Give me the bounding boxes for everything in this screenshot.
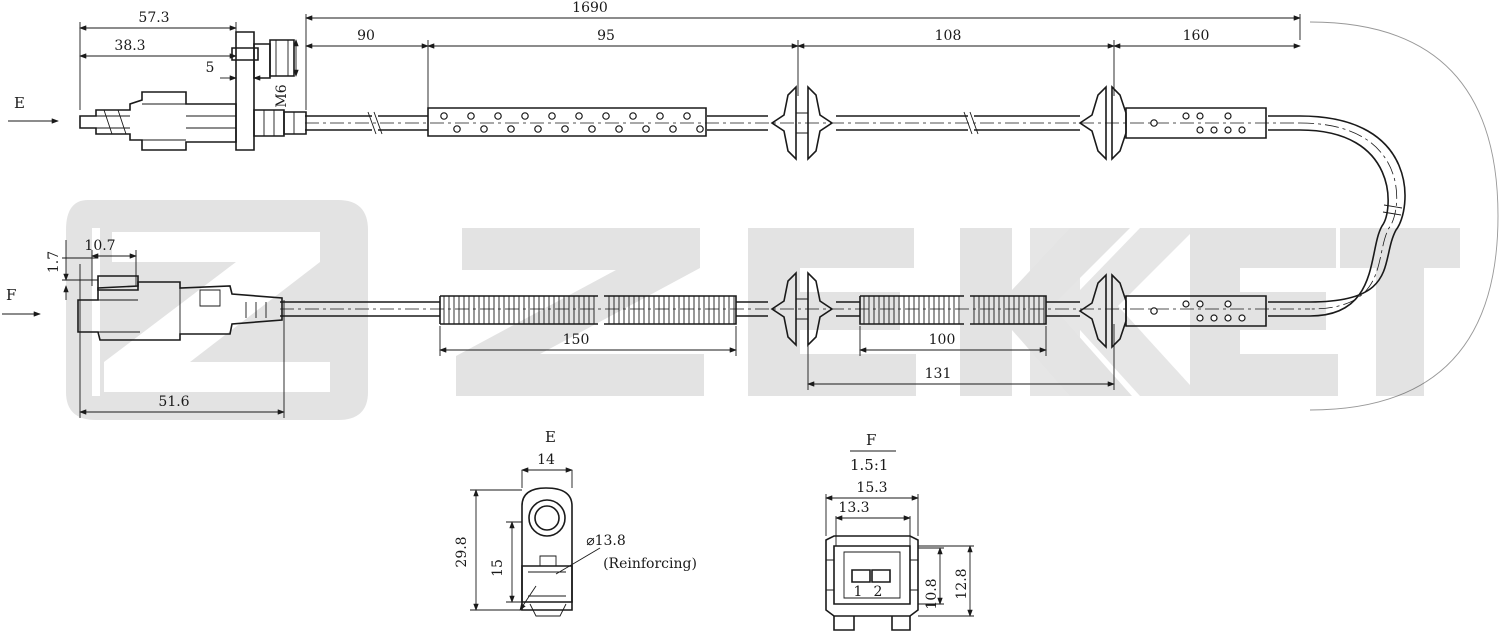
dimension-label-e-m6: M6 [274,84,290,107]
dimension-label-total-length: 1690 [572,0,608,16]
corrugated-tube-150 [439,295,737,325]
dimension-label-e-38-3: 38.3 [114,38,145,54]
clip-hole [1182,300,1190,308]
detail-f-title: F [866,431,876,449]
view-label-f: F [6,286,16,304]
sleeve-hole [656,112,664,120]
brand-wordmark [456,228,1460,396]
sleeve-hole [669,125,677,133]
dimension-label-f-det-15-3: 15.3 [856,480,887,496]
view-label-e: E [14,94,25,112]
sleeve-hole [575,112,583,120]
dimension-label-e-det-15: 15 [490,559,506,577]
sleeve-hole [561,125,569,133]
cable-lower [280,301,1310,317]
clip-hole [1224,300,1232,308]
clip-hole [1238,126,1246,134]
sleeve-hole [480,125,488,133]
dimension-label-e-57-3: 57.3 [138,10,169,26]
dimension-label-f-det-10-8: 10.8 [924,578,940,609]
clip-hole [1196,126,1204,134]
detail-view-f: F 1.5:1 [825,431,974,631]
corrugated-tube-100 [859,295,1047,325]
clip-hole [1210,126,1218,134]
cable-clip [770,85,834,161]
dimension-label-seg-160: 160 [1183,28,1210,44]
dimensions-upper [79,14,1301,110]
dimension-label-seg-95: 95 [597,28,615,44]
dimension-label-f-10-7: 10.7 [84,238,115,254]
dimension-label-f-1-7: 1.7 [46,251,62,273]
dimensions-lower [62,240,1115,418]
dimension-label-f-det-13-3: 13.3 [838,500,869,516]
perforated-sleeve-upper [427,107,707,137]
clip-hole [1196,112,1204,120]
dimension-label-seg-108: 108 [935,28,962,44]
clip-hole [1224,314,1232,322]
dimension-label-f-51-6: 51.6 [158,394,189,410]
sleeve-hole [453,125,461,133]
dimension-label-f-pin-2: 2 [874,584,883,600]
sleeve-hole [642,125,650,133]
clip-hole [1196,314,1204,322]
detail-f-scale: 1.5:1 [850,456,888,474]
dimension-label-e-det-14: 14 [537,452,555,468]
view-marker-f: F [2,286,41,317]
dimension-labels: 57.3 38.3 5M6 1690 90 95 108 160 1.7 10.7 51.6 150 1… [46,0,1209,610]
dimension-label-seg-90: 90 [357,28,375,44]
clip-hole [1196,300,1204,308]
sleeve-hole [534,125,542,133]
clip-hole [1210,314,1218,322]
clip-sleeve-holes [1182,112,1246,322]
dimension-label-f-det-12-8: 12.8 [954,568,970,599]
sleeve-hole [521,112,529,120]
sleeve-hole [494,112,502,120]
clip-hole [1182,112,1190,120]
cable-u-bend [1299,115,1406,317]
sleeve-hole [683,112,691,120]
sleeve-hole [615,125,623,133]
sleeve-hole [548,112,556,120]
reinforcing-note: (Reinforcing) [603,556,697,572]
dimension-label-e-5: 5 [206,60,215,76]
clip-sleeve-upper-right [1125,107,1267,139]
sleeve-hole [629,112,637,120]
cable-upper [305,111,1300,135]
connector-f [77,275,283,341]
sleeve-hole [602,112,610,120]
sleeve-hole [588,125,596,133]
detail-view-e: E [470,428,601,617]
clip-hole [1238,314,1246,322]
dimension-label-seg-100: 100 [929,332,956,348]
detail-e-title: E [545,428,556,446]
view-marker-e: E [8,94,59,124]
dimension-label-e-det-dia: ⌀13.8 [586,533,626,549]
sleeve-hole [467,112,475,120]
sleeve-hole [440,112,448,120]
brand-watermark [66,21,1499,420]
clip-hole [1224,112,1232,120]
dimension-label-f-pin-1: 1 [854,584,863,600]
cable-clip [770,271,834,347]
dimension-label-seg-131: 131 [925,366,952,382]
clip-sleeve-lower-right [1125,295,1267,327]
connector-e [79,31,307,151]
brand-logo-mark [66,200,368,420]
sleeve-hole [696,125,704,133]
dimension-label-e-det-29-8: 29.8 [454,536,470,567]
sleeve-hole [507,125,515,133]
clip-hole [1224,126,1232,134]
dimension-label-seg-150: 150 [563,332,590,348]
